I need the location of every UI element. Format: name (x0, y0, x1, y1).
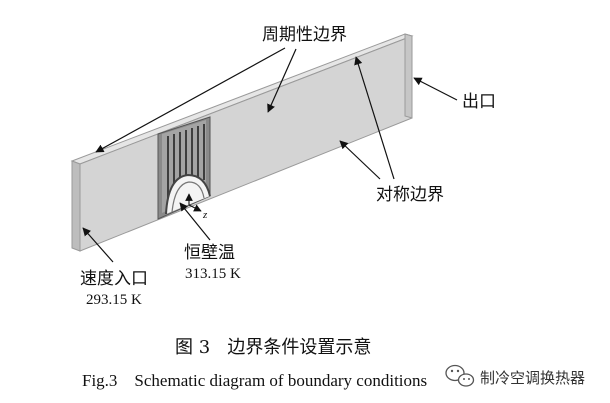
axis-triad: z (185, 193, 208, 221)
caption-en: Fig.3 Schematic diagram of boundary cond… (82, 371, 427, 390)
arrow-wall-temp (179, 202, 211, 241)
outlet-label: 出口 (462, 92, 496, 112)
inlet-value: 293.15 K (86, 292, 142, 308)
wall-temp-title: 恒壁温 (184, 243, 235, 263)
domain-outlet-face (404, 33, 413, 119)
watermark: 制冷空调换热器 (445, 364, 585, 387)
tube-inner-shade (171, 181, 205, 213)
watermark-text: 制冷空调换热器 (480, 369, 585, 387)
arrow-symmetric-upper (354, 56, 395, 180)
symmetric-boundary-label: 对称边界 (376, 185, 444, 205)
inlet-title: 速度入口 (80, 269, 148, 289)
wall-temp-value: 313.15 K (185, 266, 241, 282)
periodic-boundary-label: 周期性边界 (262, 25, 347, 45)
caption-cn: 图 3 边界条件设置示意 (175, 337, 371, 358)
axis-z-label: z (202, 209, 208, 221)
arrow-periodic-right (267, 48, 297, 113)
domain-inlet-face (71, 160, 81, 252)
arrow-outlet (413, 77, 458, 101)
annotation-arrows (82, 47, 458, 263)
fin-and-tube-structure (157, 116, 211, 220)
wechat-icon (445, 364, 475, 387)
arrow-periodic-left (95, 47, 286, 153)
computational-domain (70, 33, 414, 252)
arrow-inlet (82, 227, 114, 263)
arrow-symmetric-lower (339, 140, 381, 180)
